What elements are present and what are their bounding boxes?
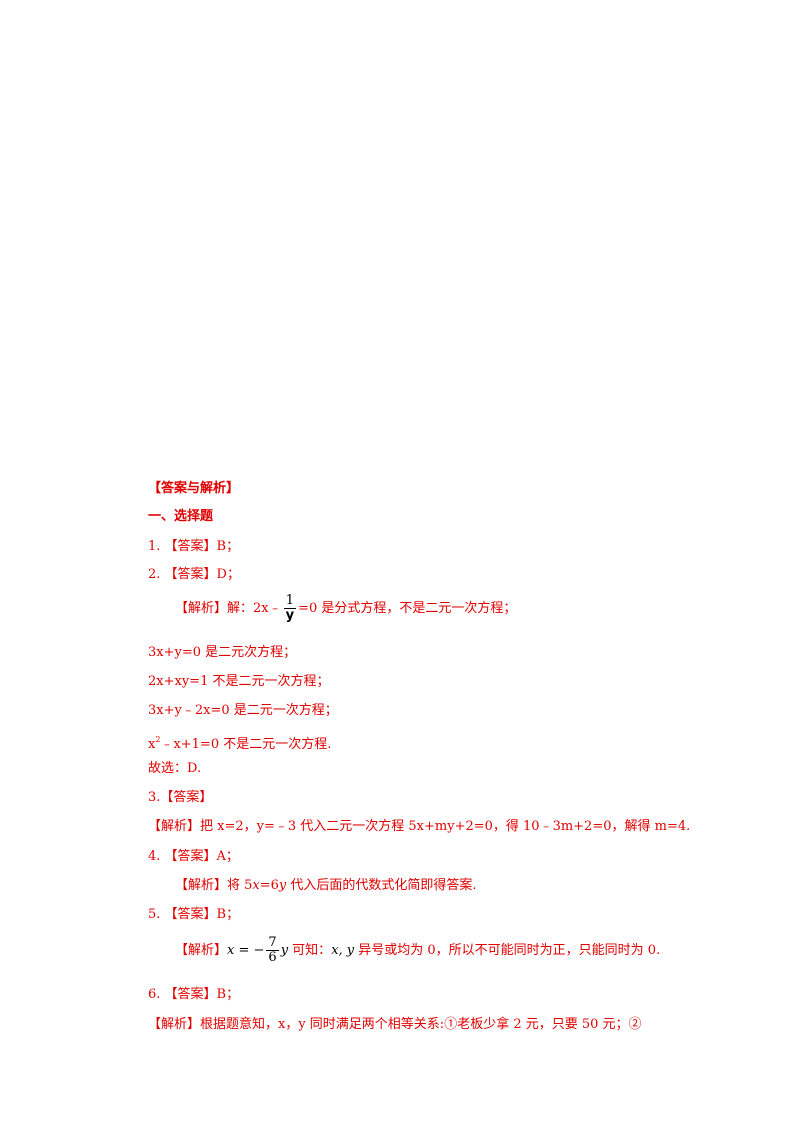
q4-answer: 4. 【答案】A； [148,849,239,864]
q2-line-4-base: x [148,737,156,752]
q4-var-y: y [278,878,287,893]
section-title: 一、选择题 [148,509,214,524]
q2-line-1: 3x+y=0 是二元次方程； [148,645,297,660]
fraction-numerator: 7 [266,935,279,951]
q2-analysis-before: 【解析】解：2x﹣ [175,601,282,616]
q2-line-4-rest: ﹣x+1=0 不是二元一次方程. [160,737,332,752]
q4-analysis-before: 【解析】将 5 [175,878,253,893]
q4-analysis-after: 代入后面的代数式化简即得答案. [286,878,477,893]
fraction-numerator: 1 [283,594,297,609]
q5-analysis-before: 【解析】 [175,943,228,958]
q2-choice: 故选：D. [148,761,202,776]
q5-analysis-mid: 可知： [288,943,332,958]
q2-answer: 2. 【答案】D； [148,567,240,582]
q5-lhs: x = − [227,943,265,958]
q5-var-y: y [280,943,289,958]
fraction-denominator: 6 [268,950,277,965]
q3-answer: 3.【答案】 [148,790,213,805]
q4-analysis-mid: =6 [259,878,279,893]
q6-analysis: 【解析】根据题意知，x，y 同时满足两个相等关系:①老板少拿 2 元，只要 50… [148,1017,642,1032]
q2-analysis-after: =0 是分式方程，不是二元一次方程； [298,601,517,616]
q5-answer: 5. 【答案】B； [148,907,240,922]
q4-var-x: x [252,878,260,893]
fraction-denominator: y [285,608,295,623]
q2-line-3: 3x+y﹣2x=0 是二元一次方程； [148,703,338,718]
q2-line-4-sup: 2 [155,735,161,744]
q2-line-2: 2x+xy=1 不是二元一次方程； [148,674,330,689]
q4-analysis: 【解析】将 5x=6y 代入后面的代数式化简即得答案. [175,877,477,895]
q5-analysis-after: 异号或均为 0，所以不可能同时为正，只能同时为 0. [354,943,661,958]
q5-vars-xy: x, y [331,943,355,958]
q3-analysis: 【解析】把 x=2，y=﹣3 代入二元一次方程 5x+my+2=0，得 10﹣3… [148,819,691,834]
q1-answer: 1. 【答案】B； [148,539,240,554]
q6-answer: 6. 【答案】B； [148,987,240,1002]
q2-line-4: x2﹣x+1=0 不是二元一次方程. [148,731,331,754]
answers-header: 【答案与解析】 [148,481,240,496]
